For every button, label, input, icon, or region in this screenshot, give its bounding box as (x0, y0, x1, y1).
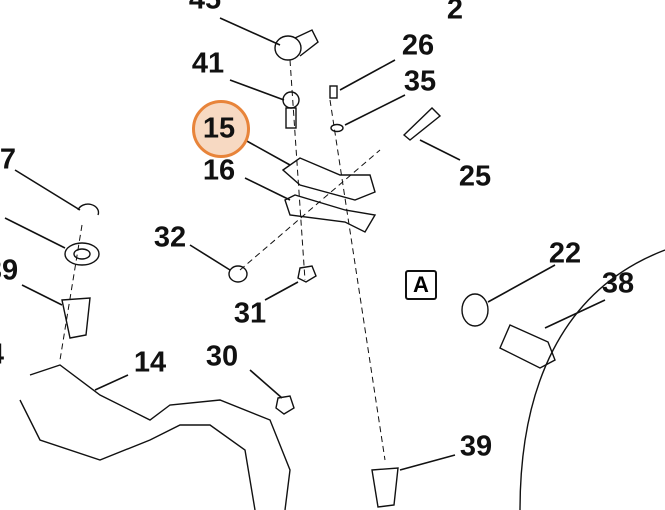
part-label[interactable]: 4 (0, 340, 4, 370)
part-label[interactable]: 41 (191, 47, 225, 80)
part-label[interactable]: 2 (446, 0, 464, 26)
part-label[interactable]: 26 (401, 29, 435, 62)
part-label[interactable]: 22 (548, 237, 582, 270)
part-label[interactable]: 39 (0, 254, 19, 287)
section-marker-a: A (405, 270, 437, 300)
part-label[interactable]: 39 (459, 430, 493, 463)
part-label[interactable]: 44 (584, 0, 616, 3)
part-label[interactable]: 30 (205, 340, 239, 373)
part-label[interactable]: 31 (233, 297, 267, 330)
highlight-circle-part-15[interactable] (192, 100, 250, 158)
part-label-highlighted[interactable]: 15 (202, 112, 236, 145)
part-label[interactable]: 25 (458, 160, 492, 193)
part-label[interactable]: 32 (153, 221, 187, 254)
part-label[interactable]: 35 (403, 65, 437, 98)
part-label[interactable]: 45 (189, 0, 221, 15)
leader-lines (4, 17, 606, 471)
part-label[interactable]: 16 (202, 154, 236, 187)
parts (19, 29, 665, 510)
part-label[interactable]: 14 (133, 346, 167, 379)
part-label[interactable]: 7 (0, 143, 17, 176)
centerlines (59, 59, 386, 461)
part-label[interactable]: 38 (601, 267, 635, 300)
